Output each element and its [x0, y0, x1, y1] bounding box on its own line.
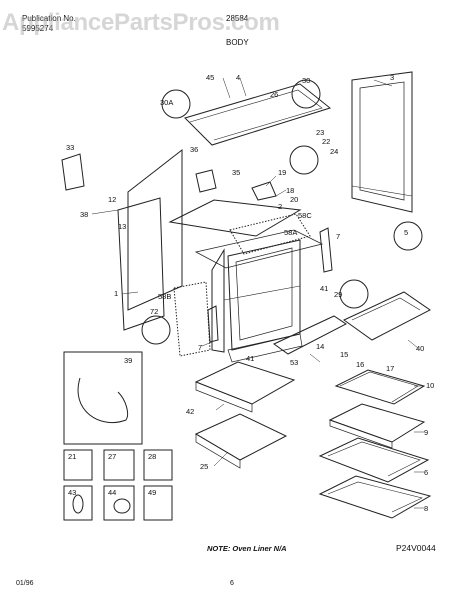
callout-label: 42	[186, 407, 195, 416]
callout-label: 16	[356, 360, 365, 369]
callout-label: 13	[118, 222, 127, 231]
callout-label: 10	[426, 381, 435, 390]
cooktop-frame	[168, 199, 302, 237]
callout-label: 45	[206, 73, 215, 82]
top-panel	[184, 83, 332, 146]
callout-label: 25	[200, 462, 209, 471]
callout-label: 20	[290, 195, 299, 204]
callout-label: 41	[320, 284, 329, 293]
callout-label: 5	[404, 228, 409, 237]
callout-label: 14	[316, 342, 325, 351]
callout-label: 30	[302, 76, 311, 85]
publication-label: Publication No.	[22, 14, 76, 23]
callout-label: 53	[290, 358, 299, 367]
callout-label: 2	[278, 202, 283, 211]
drawer-panel	[194, 361, 296, 405]
burner-detail-circle	[393, 221, 423, 251]
oven-rack	[318, 437, 430, 483]
callout-label: 36	[190, 145, 199, 154]
side-frame	[117, 197, 165, 331]
callout-label: 26	[270, 90, 279, 99]
pan	[328, 403, 426, 443]
drawer-bottom	[194, 413, 288, 461]
callout-label: 40	[416, 344, 425, 353]
callout-label: 22	[322, 137, 331, 146]
rail	[273, 315, 347, 355]
watermark: AppliancePartsPros.com	[2, 9, 280, 36]
callout-label: 23	[316, 128, 325, 137]
callout-label: 35	[232, 168, 241, 177]
page-number: 6	[230, 580, 234, 587]
callout-label: 4	[236, 73, 241, 82]
callout-label: 43	[68, 488, 77, 497]
callout-label: 6	[424, 468, 429, 477]
callout-label: 19	[278, 168, 287, 177]
liner	[318, 475, 432, 519]
callout-label: 7	[336, 232, 341, 241]
callout-label: 58B	[158, 292, 172, 301]
callout-label: 44	[108, 488, 117, 497]
callout-label: 24	[330, 147, 339, 156]
callout-label: 7	[198, 343, 203, 352]
callout-label: 17	[386, 364, 395, 373]
gasket-detail-circle	[141, 315, 171, 345]
callout-label: 15	[340, 350, 349, 359]
callout-label: 39	[124, 356, 133, 365]
callout-label: 58A	[284, 228, 298, 237]
back-panel	[127, 148, 183, 311]
publication-number: 5995274	[22, 24, 54, 33]
side-panel	[351, 71, 413, 213]
callout-label: 72	[150, 307, 159, 316]
model-number: 28584	[226, 14, 249, 23]
callout-label: 33	[66, 143, 75, 152]
callout-label: 3	[390, 73, 395, 82]
section-title: BODY	[226, 38, 249, 47]
callout-label: 12	[108, 195, 117, 204]
callout-label: 8	[424, 504, 429, 513]
publication-date: 01/96	[16, 580, 34, 587]
diagram-code: P24V0044	[396, 543, 436, 553]
callout-label: 18	[286, 186, 295, 195]
oven-liner-note: NOTE: Oven Liner N/A	[207, 544, 287, 553]
callout-label: 29	[334, 290, 343, 299]
bracket	[343, 291, 431, 341]
callout-label: 21	[68, 452, 77, 461]
callout-label: 28	[148, 452, 157, 461]
callout-label: 58C	[298, 211, 312, 220]
callout-label: 41	[246, 354, 255, 363]
callout-label: 27	[108, 452, 117, 461]
callout-label: 38	[80, 210, 89, 219]
callout-label: 1	[114, 289, 119, 298]
callout-label: 49	[148, 488, 157, 497]
callout-label: 9	[424, 428, 429, 437]
callout-label: 30A	[160, 98, 174, 107]
